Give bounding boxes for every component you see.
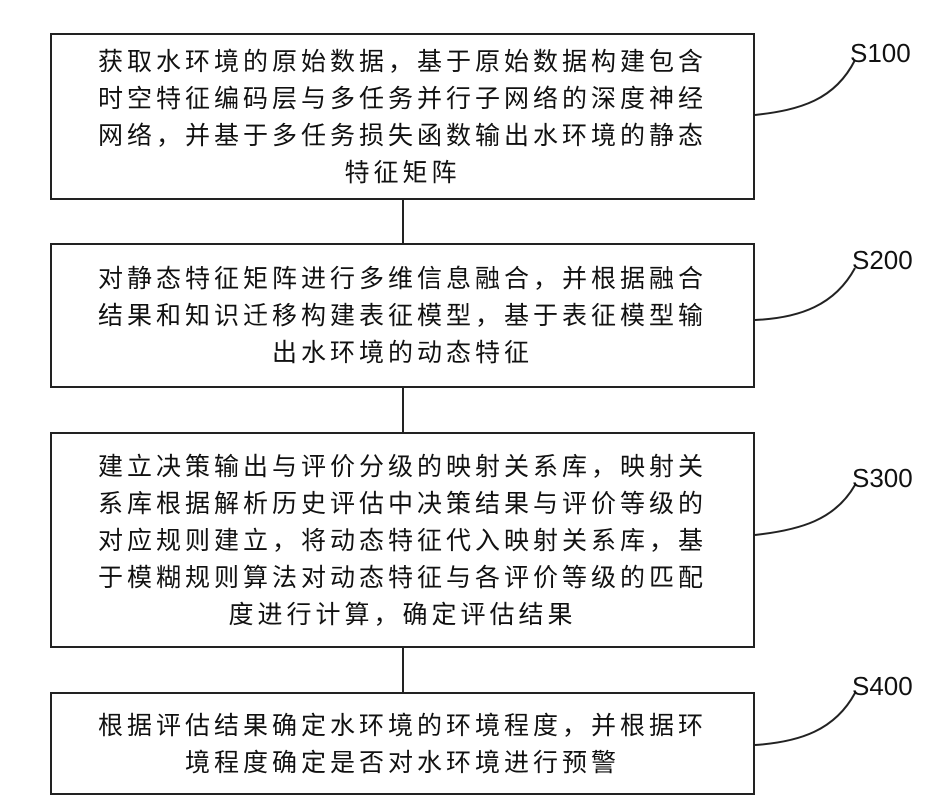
leader-line-s100 [755, 60, 855, 115]
step-text-s100: 获取水环境的原始数据，基于原始数据构建包含 时空特征编码层与多任务并行子网络的深… [78, 43, 728, 191]
step-box-s200: 对静态特征矩阵进行多维信息融合，并根据融合 结果和知识迁移构建表征模型，基于表征… [50, 243, 755, 388]
step-box-s400: 根据评估结果确定水环境的环境程度，并根据环 境程度确定是否对水环境进行预警 [50, 692, 755, 795]
step-box-s100: 获取水环境的原始数据，基于原始数据构建包含 时空特征编码层与多任务并行子网络的深… [50, 33, 755, 200]
step-box-s300: 建立决策输出与评价分级的映射关系库，映射关 系库根据解析历史评估中决策结果与评价… [50, 432, 755, 648]
leader-line-s400 [755, 693, 855, 745]
step-label-s100: S100 [850, 38, 911, 69]
step-label-s300: S300 [852, 463, 913, 494]
connector-s200-s300 [402, 388, 404, 432]
step-label-s400: S400 [852, 671, 913, 702]
step-text-s400: 根据评估结果确定水环境的环境程度，并根据环 境程度确定是否对水环境进行预警 [78, 707, 728, 781]
connector-s300-s400 [402, 648, 404, 692]
step-text-s200: 对静态特征矩阵进行多维信息融合，并根据融合 结果和知识迁移构建表征模型，基于表征… [78, 260, 728, 371]
connector-s100-s200 [402, 200, 404, 243]
step-label-s200: S200 [852, 245, 913, 276]
step-text-s300: 建立决策输出与评价分级的映射关系库，映射关 系库根据解析历史评估中决策结果与评价… [78, 448, 728, 633]
leader-line-s200 [755, 268, 855, 320]
leader-line-s300 [755, 485, 855, 535]
